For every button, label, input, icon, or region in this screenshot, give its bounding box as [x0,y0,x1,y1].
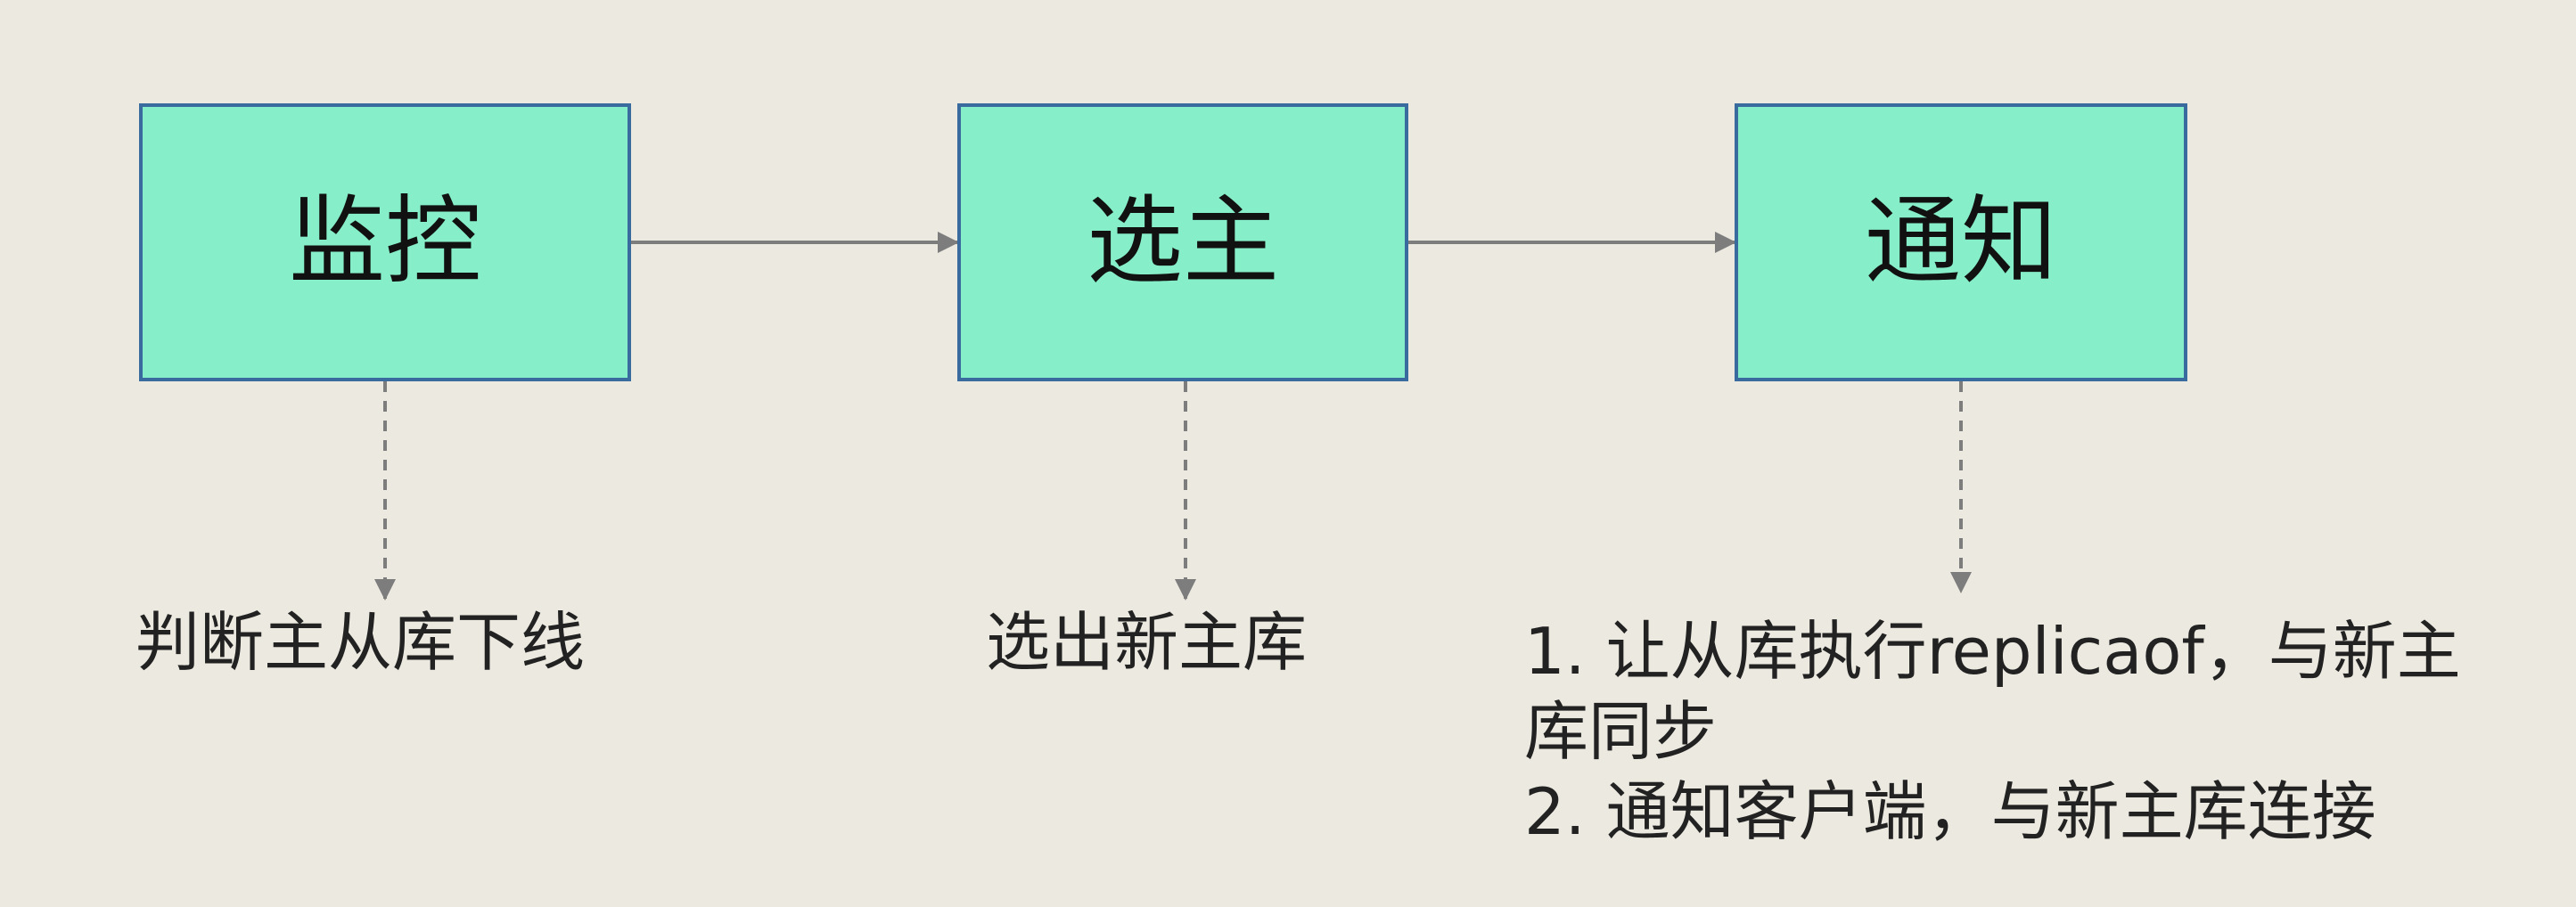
caption-notify-line-1: 1. 让从库执行replicaof，与新主 [1524,614,2461,689]
caption-monitor: 判断主从库下线 [135,602,585,682]
step-box-notify: 通知 [1735,103,2187,381]
step-box-elect: 选主 [957,103,1408,381]
caption-elect-line: 选出新主库 [986,605,1308,680]
step-label-monitor: 监控 [288,186,481,298]
caption-elect: 选出新主库 [986,602,1307,682]
caption-notify-line-3: 2. 通知客户端，与新主库连接 [1524,774,2376,849]
step-label-elect: 选主 [1086,186,1279,298]
step-label-notify: 通知 [1864,186,2057,298]
caption-monitor-line: 判断主从库下线 [135,605,586,680]
step-box-monitor: 监控 [139,103,631,381]
caption-notify: 1. 让从库执行replicaof，与新主 库同步 2. 通知客户端，与新主库连… [1524,611,2461,852]
caption-notify-line-2: 库同步 [1524,694,1718,769]
